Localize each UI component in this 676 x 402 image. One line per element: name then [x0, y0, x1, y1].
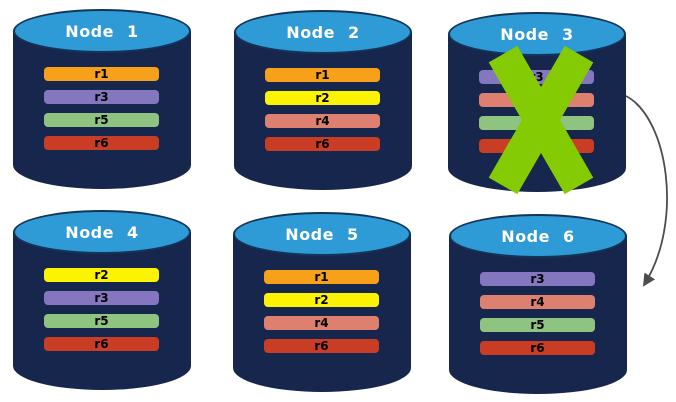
replica-bar: r3: [480, 272, 595, 286]
node-2-title: Node 2: [286, 22, 360, 42]
node-4: Node 4 r2 r3 r5 r6: [13, 210, 191, 390]
node-5-cylinder-body: [233, 234, 411, 392]
node-4-title: Node 4: [65, 222, 139, 242]
replica-bar: r1: [264, 270, 379, 284]
replica-bar: r4: [264, 316, 379, 330]
node-3-cylinder-top: Node 3: [448, 12, 626, 56]
replica-bar: r3: [44, 291, 159, 305]
node-1: Node 1 r1 r3 r5 r6: [13, 9, 191, 189]
node-4-cylinder-top: Node 4: [13, 210, 191, 254]
node-3-title: Node 3: [500, 24, 574, 44]
replica-bar: r6: [265, 137, 380, 151]
node-1-cylinder-body: [13, 31, 191, 189]
node-6-cylinder-top: Node 6: [449, 214, 627, 258]
replica-bar: r6: [44, 136, 159, 150]
replica-bar: r4: [480, 295, 595, 309]
replica-bar: r1: [44, 67, 159, 81]
replica-bar: r6: [44, 337, 159, 351]
replica-bar: r5: [44, 314, 159, 328]
node-2-cylinder-body: [234, 32, 412, 190]
replica-bar: r5: [44, 113, 159, 127]
node-6: Node 6 r3 r4 r5 r6: [449, 214, 627, 394]
node-6-replica-list: r3 r4 r5 r6: [480, 272, 595, 355]
node-6-title: Node 6: [501, 226, 575, 246]
node-1-replica-list: r1 r3 r5 r6: [44, 67, 159, 150]
replica-bar: r5: [480, 318, 595, 332]
replica-bar: r2: [265, 91, 380, 105]
replica-bar: r2: [264, 293, 379, 307]
replica-bar: r4: [265, 114, 380, 128]
replica-bar: r1: [265, 68, 380, 82]
node-1-cylinder-top: Node 1: [13, 9, 191, 53]
node-5-title: Node 5: [285, 224, 359, 244]
node-2-cylinder-top: Node 2: [234, 10, 412, 54]
replica-bar: r6: [264, 339, 379, 353]
node-1-title: Node 1: [65, 21, 139, 41]
node-2-replica-list: r1 r2 r4 r6: [265, 68, 380, 151]
node-2: Node 2 r1 r2 r4 r6: [234, 10, 412, 190]
node-5: Node 5 r1 r2 r4 r6: [233, 212, 411, 392]
replica-bar: r2: [44, 268, 159, 282]
node-4-cylinder-body: [13, 232, 191, 390]
node-6-cylinder-body: [449, 236, 627, 394]
node-3: Node 3 r3 r4 r5 r6: [448, 12, 626, 195]
node-5-cylinder-top: Node 5: [233, 212, 411, 256]
replica-bar: r3: [44, 90, 159, 104]
node-4-replica-list: r2 r3 r5 r6: [44, 268, 159, 351]
replica-bar: r6: [480, 341, 595, 355]
node-5-replica-list: r1 r2 r4 r6: [264, 270, 379, 353]
